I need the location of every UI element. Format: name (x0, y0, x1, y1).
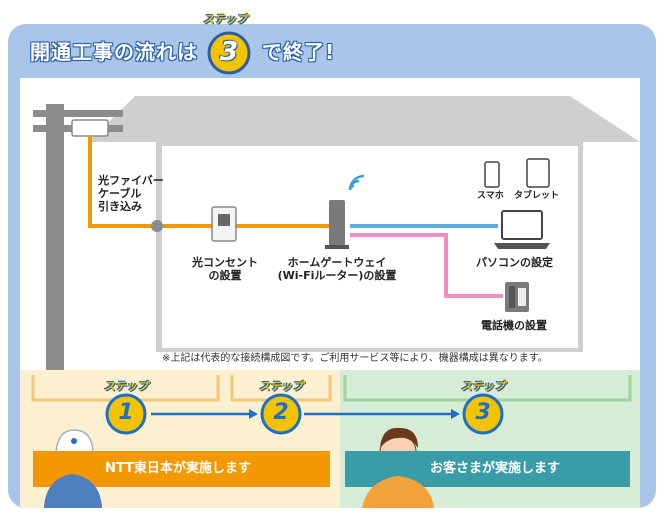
fiber-cable-label-line1: 光ファイバー (98, 174, 164, 187)
page-title-part1: 開通工事の流れは (30, 40, 198, 64)
step3-number: 3 (475, 400, 491, 425)
tablet-label: タブレット (514, 191, 560, 201)
optical-outlet-icon (211, 206, 237, 242)
ntt-bar: NTT東日本が実施します (33, 451, 330, 487)
step2-tag: ステップ (259, 380, 303, 393)
step1-number: 1 (118, 400, 134, 425)
gateway-label-line2: (Wi-Fiルーター)の設置 (277, 269, 397, 282)
page-title-part2: で終了! (262, 40, 336, 64)
title-step-number: 3 (219, 37, 239, 67)
customer-bar: お客さまが実施します (345, 451, 630, 487)
utility-pole (33, 104, 123, 370)
fiber-cable-label-line3: 引き込み (98, 200, 142, 213)
gateway-label: ホームゲートウェイ (Wi-Fiルーター)の設置 (272, 256, 402, 282)
step2-number: 2 (273, 400, 289, 425)
diagram-note: ※上記は代表的な接続構成図です。ご利用サービス等により、機器構成は異なります。 (162, 353, 548, 364)
optical-outlet-label-line2: の設置 (208, 269, 242, 282)
wifi-icon (348, 174, 365, 191)
title-step-circle (207, 31, 251, 75)
pc-label: パソコンの設定 (476, 256, 553, 269)
smartphone-icon (484, 161, 500, 188)
step1-tag: ステップ (104, 380, 148, 393)
optical-outlet-label: 光コンセント の設置 (180, 256, 270, 282)
telephone-icon (505, 282, 529, 312)
entry-point-icon (151, 220, 163, 232)
optical-outlet-label-line1: 光コンセント (192, 256, 258, 269)
ntt-bar-text: NTT東日本が実施します (105, 461, 251, 476)
title-step-tag: ステップ (203, 13, 247, 26)
smartphone-label: スマホ (477, 191, 504, 201)
fiber-cable-label: 光ファイバー ケーブル 引き込み (98, 174, 164, 213)
tablet-icon (526, 158, 550, 188)
gateway-icon (325, 200, 349, 249)
gateway-label-line1: ホームゲートウェイ (287, 256, 387, 269)
customer-bar-text: お客さまが実施します (430, 461, 561, 476)
step2-circle (260, 393, 302, 435)
phone-label: 電話機の設置 (481, 319, 547, 332)
step1-circle (105, 393, 147, 435)
laptop-icon (494, 210, 550, 249)
step3-circle (462, 393, 504, 435)
fiber-cable-label-line2: ケーブル (98, 187, 142, 200)
step3-tag: ステップ (461, 380, 505, 393)
fiber-box-icon (71, 119, 109, 137)
fiber-cable-line (88, 136, 333, 228)
phone-cable-line (350, 233, 503, 298)
